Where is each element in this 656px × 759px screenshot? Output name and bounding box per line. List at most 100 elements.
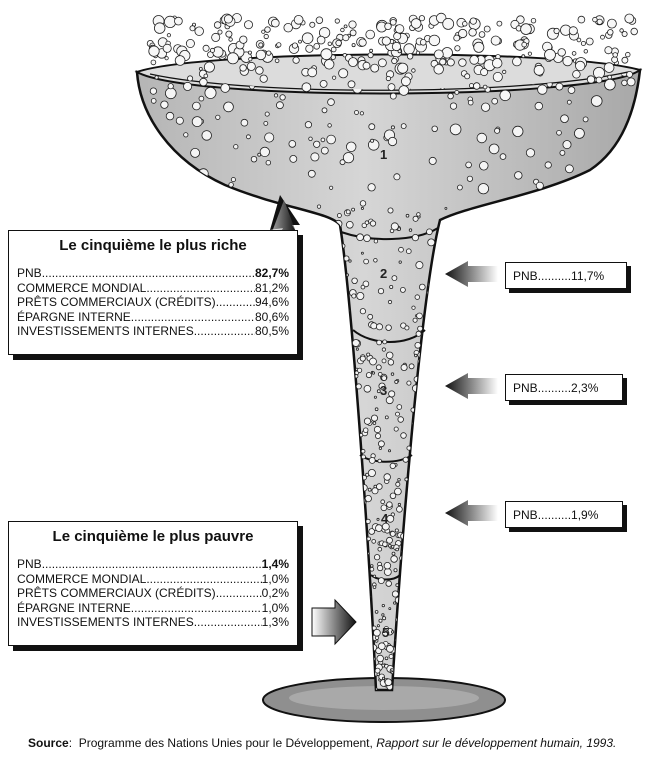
foam-bubble bbox=[496, 20, 503, 27]
bubble bbox=[382, 616, 387, 621]
bubble bbox=[449, 123, 462, 136]
bubble bbox=[377, 371, 383, 377]
bubble bbox=[566, 99, 572, 105]
bubble bbox=[356, 291, 365, 300]
foam-bubble bbox=[567, 86, 576, 94]
bubble bbox=[263, 121, 269, 126]
bubble bbox=[582, 116, 589, 123]
foam-bubble bbox=[149, 87, 157, 95]
foam-bubble bbox=[577, 15, 586, 24]
foam-bubble bbox=[521, 54, 526, 59]
bubble bbox=[387, 136, 398, 147]
bubble bbox=[165, 87, 177, 100]
foam-bubble bbox=[370, 63, 380, 73]
bubble bbox=[514, 171, 523, 180]
foam-bubble bbox=[557, 48, 566, 57]
quintile-number-4: 4 bbox=[381, 511, 389, 526]
foam-bubble bbox=[595, 76, 603, 84]
bubble bbox=[417, 392, 423, 397]
foam-bubble bbox=[480, 68, 489, 77]
bubble bbox=[327, 123, 332, 128]
bubble bbox=[360, 448, 366, 454]
bubble bbox=[397, 502, 401, 507]
bubble bbox=[366, 536, 371, 541]
bubble bbox=[348, 259, 352, 263]
foam-bubble bbox=[576, 37, 582, 43]
bubble bbox=[418, 283, 426, 291]
poor-row-prets: PRÊTS COMMERCIAUX (CRÉDITS)0,2% bbox=[17, 586, 289, 601]
foam-bubble bbox=[301, 32, 314, 44]
foam-bubble bbox=[217, 29, 223, 35]
bubble bbox=[364, 220, 370, 225]
bubble bbox=[408, 228, 413, 232]
arrow-quintile-2 bbox=[445, 261, 498, 287]
bubble bbox=[382, 339, 388, 345]
bubble bbox=[499, 153, 507, 160]
bubble bbox=[201, 130, 212, 141]
foam-bubble bbox=[319, 80, 328, 88]
bubble bbox=[391, 551, 396, 556]
bubble bbox=[560, 114, 569, 123]
bubble bbox=[390, 125, 395, 130]
bubble bbox=[372, 574, 377, 578]
foam-bubble bbox=[292, 56, 300, 64]
bubble bbox=[374, 610, 379, 614]
foam-bubble bbox=[148, 45, 160, 57]
foam-bubble bbox=[298, 39, 302, 44]
richest-fifth-title: Le cinquième le plus riche bbox=[59, 237, 247, 254]
bubble bbox=[377, 440, 385, 448]
bubble bbox=[316, 204, 322, 209]
bubble bbox=[412, 215, 419, 222]
bubble bbox=[390, 372, 395, 376]
foam-bubble bbox=[211, 32, 221, 42]
bubble bbox=[448, 219, 453, 223]
foam-bubble bbox=[246, 61, 256, 71]
foam-bubble bbox=[626, 71, 633, 78]
foam-bubble bbox=[469, 55, 480, 65]
foam-bubble bbox=[603, 62, 615, 73]
foam-bubble bbox=[274, 58, 280, 64]
bubble bbox=[405, 248, 412, 255]
foam-bubble bbox=[410, 18, 422, 29]
foam-bubble bbox=[624, 13, 635, 24]
bubble bbox=[374, 635, 380, 640]
bubble bbox=[479, 161, 489, 171]
bubble bbox=[375, 323, 383, 331]
bubble bbox=[345, 209, 351, 215]
bubble bbox=[488, 143, 500, 155]
bubble bbox=[400, 363, 408, 371]
foam-bubble bbox=[490, 35, 501, 46]
bubble bbox=[368, 456, 376, 464]
arrow-poor-box bbox=[311, 598, 357, 646]
foam-bubble bbox=[239, 64, 247, 72]
foam-bubble bbox=[544, 48, 556, 61]
foam-bubble bbox=[150, 98, 157, 104]
bubble bbox=[370, 564, 374, 568]
foam-bubble bbox=[387, 83, 396, 91]
bubble bbox=[351, 339, 360, 347]
foam-bubble bbox=[279, 94, 286, 101]
foam-bubble bbox=[266, 50, 272, 56]
bubble bbox=[391, 590, 399, 598]
quintile-number-2: 2 bbox=[380, 266, 388, 281]
foam-bubble bbox=[153, 22, 166, 34]
bubble bbox=[371, 539, 377, 544]
foam-bubble bbox=[209, 47, 215, 53]
bubble bbox=[399, 286, 406, 293]
bubble bbox=[320, 146, 329, 155]
bubble bbox=[420, 384, 424, 388]
bubble bbox=[386, 514, 395, 523]
bubble bbox=[374, 407, 379, 412]
bubble bbox=[395, 583, 400, 587]
bubble bbox=[387, 359, 395, 366]
foam-bubble bbox=[483, 25, 491, 33]
bubble bbox=[378, 382, 386, 390]
bubble bbox=[342, 152, 355, 164]
foam-bubble bbox=[478, 31, 486, 38]
bubble bbox=[381, 358, 387, 364]
bubble bbox=[362, 280, 370, 288]
bubble bbox=[386, 644, 394, 653]
foam-bubble bbox=[575, 60, 586, 72]
foam-bubble bbox=[454, 45, 461, 52]
foam-bubble bbox=[259, 74, 268, 83]
